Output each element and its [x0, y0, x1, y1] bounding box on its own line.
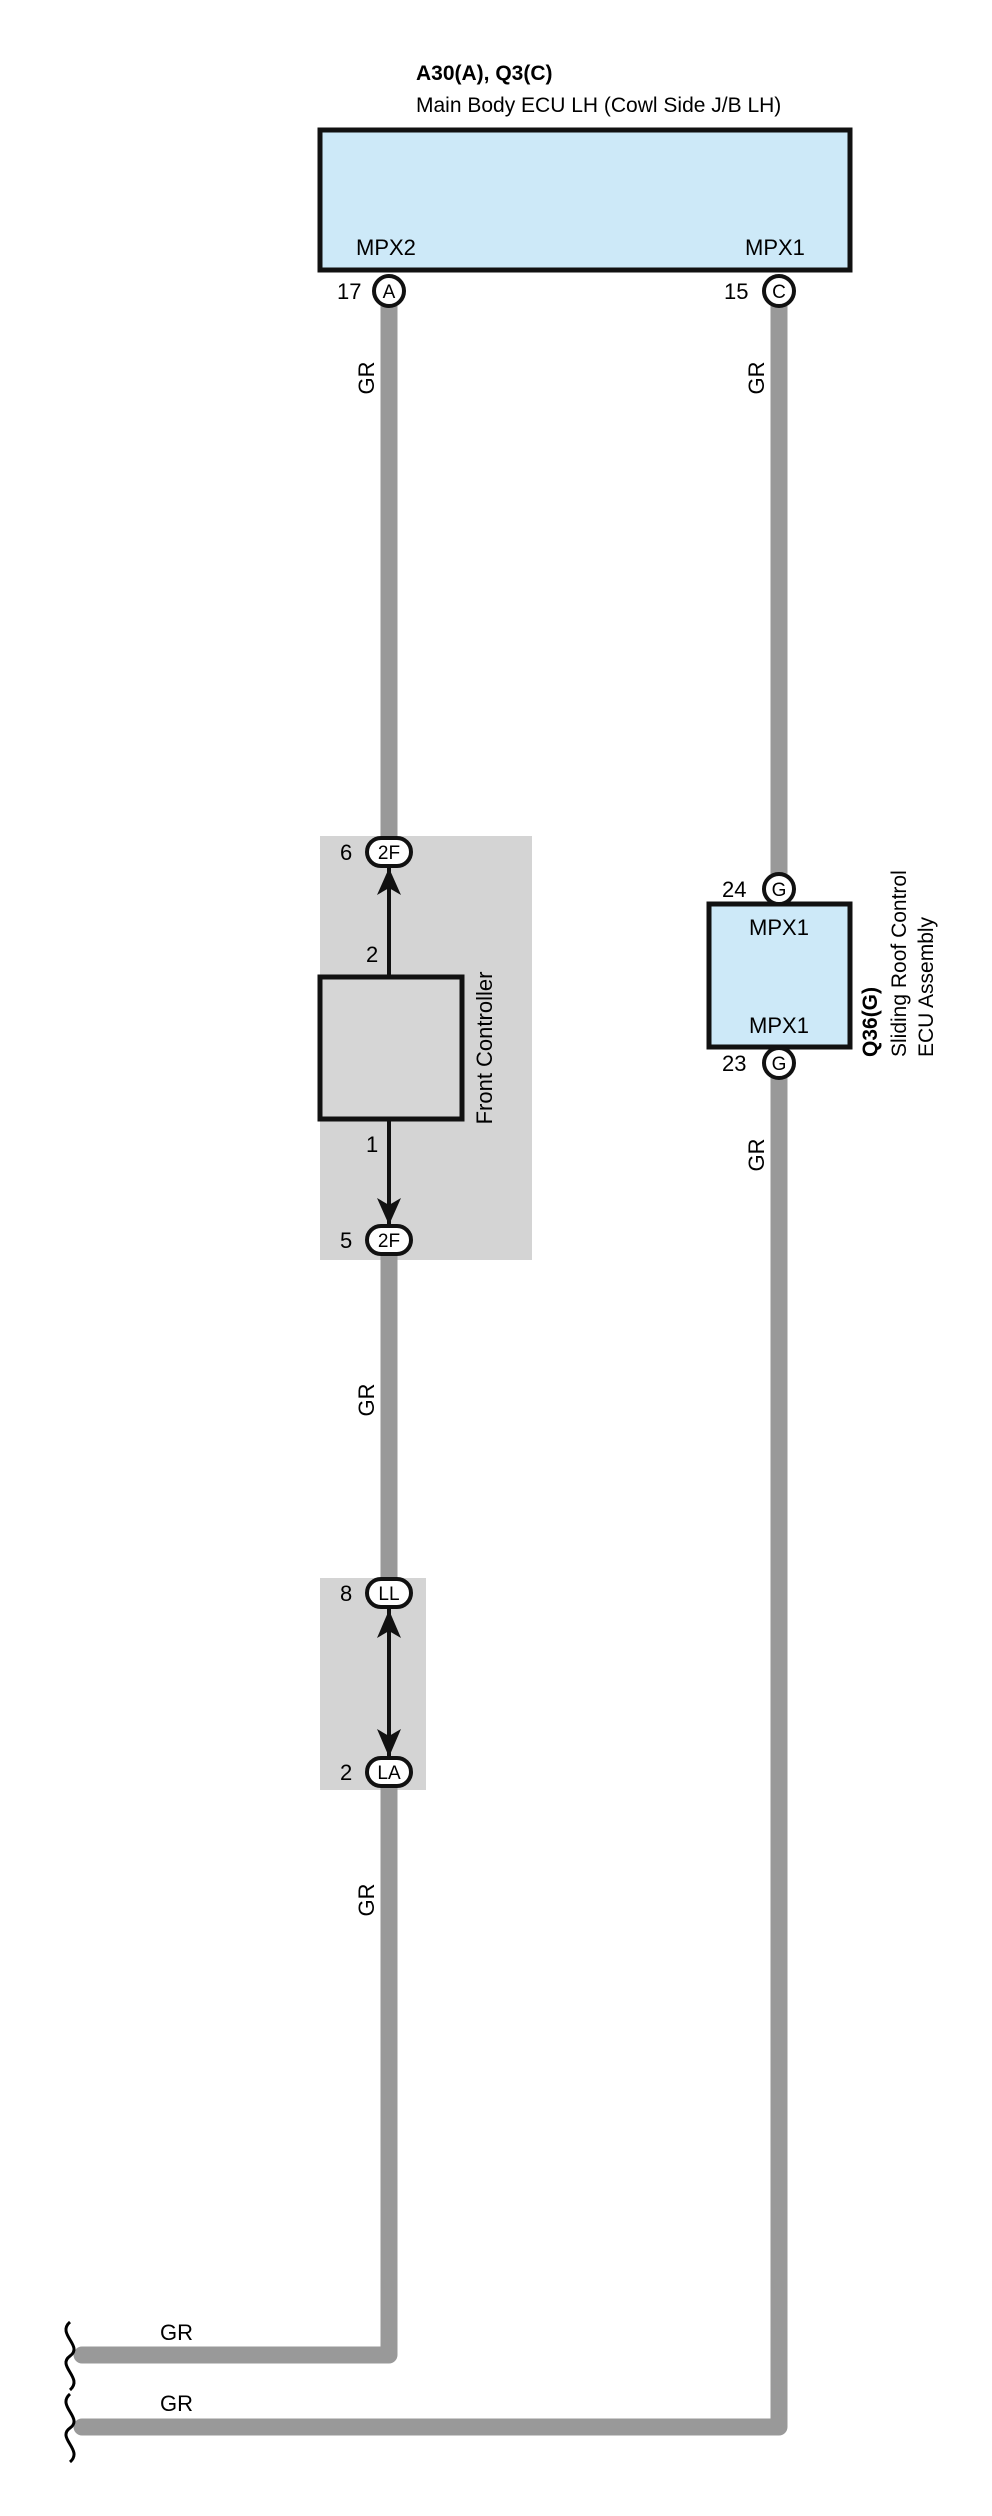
junction-arrow-up-icon [377, 1610, 401, 1638]
wire-color-bottom-left: GR [160, 2320, 193, 2345]
connector-label-g-bottom: G [772, 1054, 787, 1075]
pin-number-8: 8 [340, 1581, 352, 1606]
pin-number-24: 24 [722, 877, 746, 902]
main-ecu-terminal-mpx1: MPX1 [745, 235, 805, 260]
pin-number-17: 17 [337, 279, 361, 304]
main-body-ecu-box [317, 127, 853, 273]
wire-color-left-upper: GR [354, 362, 379, 395]
pin-number-5: 5 [340, 1228, 352, 1253]
sliding-roof-ecu-box [706, 901, 853, 1050]
connector-pin-c [762, 274, 796, 308]
connector-label-c: C [772, 282, 786, 303]
connector-pin-g-bottom [762, 1046, 796, 1080]
arrow-up-icon [377, 868, 401, 895]
pin-number-6: 6 [340, 840, 352, 865]
main-ecu-name: Main Body ECU LH (Cowl Side J/B LH) [416, 94, 781, 117]
connector-label-ll: LL [378, 1584, 399, 1605]
wire-left-lower [73, 1763, 398, 2364]
sliding-roof-terminal-mpx1-top: MPX1 [749, 915, 809, 940]
connector-pin-a [372, 274, 406, 308]
connector-label-g-top: G [772, 880, 787, 901]
connector-pin-ll [365, 1577, 413, 1609]
connector-pin-g-top [762, 872, 796, 906]
pin-number-2: 2 [340, 1760, 352, 1785]
connector-label-la: LA [377, 1763, 401, 1784]
wire-break-mark-lower [64, 2392, 76, 2464]
arrow-down-icon [377, 1198, 401, 1225]
wire-color-left-lower: GR [354, 1884, 379, 1917]
connector-label-2f-bottom: 2F [378, 1231, 400, 1252]
front-controller-box [317, 974, 465, 1122]
wire-color-left-middle: GR [354, 1384, 379, 1417]
pin-number-15: 15 [724, 279, 748, 304]
connector-pin-la [365, 1756, 413, 1788]
wire-color-bottom-right: GR [160, 2391, 193, 2416]
front-controller-pin-2: 2 [366, 942, 378, 967]
wire-break-mark-upper [64, 2320, 76, 2392]
wire-color-right-upper: GR [744, 362, 769, 395]
junction-arrow-down-icon [377, 1729, 401, 1757]
front-controller-label: Front Controller [472, 972, 497, 1125]
sliding-roof-ecu-name-line1: Sliding Roof Control [888, 870, 911, 1057]
connector-pin-2f-top [365, 836, 413, 868]
pin-number-23: 23 [722, 1051, 746, 1076]
sliding-roof-ecu-code: Q36(G) [859, 987, 882, 1057]
connector-pin-2f-bottom [365, 1224, 413, 1256]
sliding-roof-ecu-name-line2: ECU Assembly [915, 916, 938, 1057]
front-controller-pin-1: 1 [366, 1132, 378, 1157]
connector-label-a: A [383, 282, 396, 303]
wire-color-right-lower: GR [744, 1139, 769, 1172]
sliding-roof-terminal-mpx1-bottom: MPX1 [749, 1013, 809, 1038]
main-ecu-terminal-mpx2: MPX2 [356, 235, 416, 260]
main-ecu-code: A30(A), Q3(C) [416, 62, 553, 85]
wire-right-lower [73, 1059, 788, 2436]
connector-label-2f-top: 2F [378, 843, 400, 864]
junction-shade [320, 1578, 426, 1790]
